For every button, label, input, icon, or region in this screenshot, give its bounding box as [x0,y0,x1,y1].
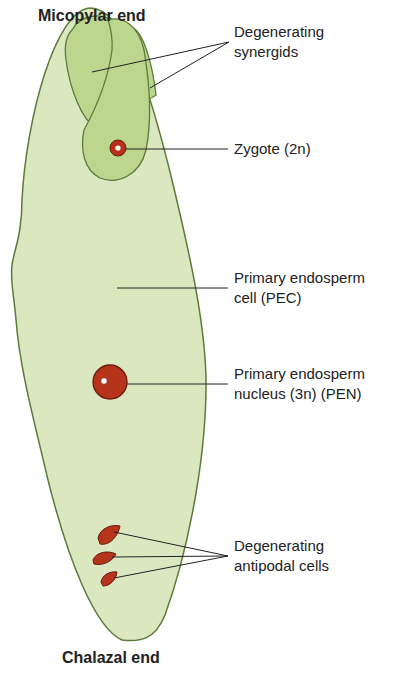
leader-line [150,42,229,88]
leader-line [126,149,228,150]
zygote-cell [83,19,150,180]
primary-endosperm-nucleus [93,365,127,399]
part-label: Primary endosperm nucleus (3n) (PEN) [234,364,384,404]
part-label: Primary endosperm cell (PEC) [234,268,384,308]
antipodal-cell [93,552,116,565]
leader-line [92,42,229,72]
pen-nucleolus [101,378,107,384]
part-label: Degenerating antipodal cells [234,536,384,576]
leader-line [117,288,228,289]
leader-line [114,532,228,556]
leader-line [127,384,228,385]
leader-line [112,556,228,557]
leader-line [114,556,228,578]
antipodal-cell [98,526,120,545]
part-label: Zygote (2n) [234,139,384,159]
end-label: Micopylar end [38,6,238,26]
part-label: Degenerating synergids [234,22,384,62]
zygote [110,140,126,156]
zygote-nucleolus [115,145,120,150]
end-label: Chalazal end [62,648,262,668]
antipodal-cell [101,572,117,586]
